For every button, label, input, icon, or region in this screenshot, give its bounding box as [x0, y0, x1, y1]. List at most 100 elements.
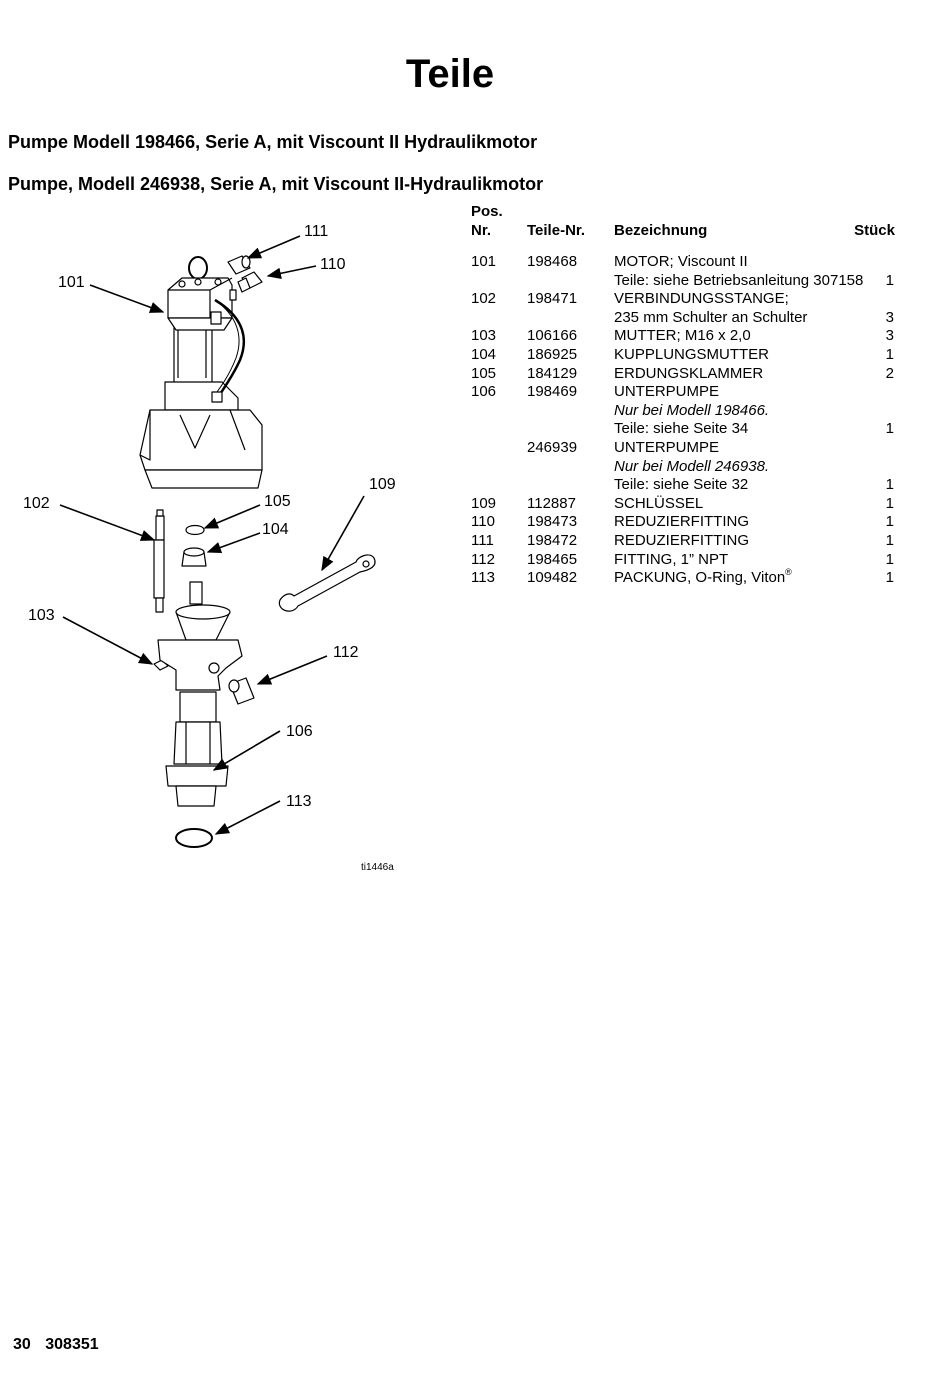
cell-part-no: 198472: [527, 531, 578, 549]
subtitle-model-246938: Pumpe, Modell 246938, Serie A, mit Visco…: [8, 174, 544, 194]
cell-description: REDUZIERFITTING: [614, 531, 749, 549]
page-title: Teile: [405, 52, 495, 96]
o-ring: [175, 828, 213, 848]
cell-ref: 109: [471, 494, 497, 512]
cell-qty: 1: [885, 550, 894, 568]
page-footer: 30 308351: [13, 1336, 99, 1354]
header-qty: Stück: [854, 222, 895, 239]
exploded-parts-drawing: 111 110 101 109 102 105 104 103 112 106 …: [23, 223, 396, 873]
cell-qty: 1: [885, 476, 894, 494]
cell-part-no: 198469: [527, 383, 578, 401]
callout-113: 113: [286, 793, 312, 810]
manual-number: 308351: [45, 1336, 99, 1353]
cell-part-no: 198465: [527, 550, 578, 568]
cell-description: Teile: siehe Betriebsanleitung 307158: [614, 271, 864, 289]
table-row: Teile: siehe Seite 34 1: [471, 420, 895, 439]
cell-description: ERDUNGSKLAMMER: [614, 364, 764, 382]
cell-description: Teile: siehe Seite 32: [614, 476, 749, 494]
cell-description: REDUZIERFITTING: [614, 513, 749, 531]
motor-part: [139, 256, 263, 489]
callout-111: 111: [304, 223, 328, 240]
header-part-no: Teile-Nr.: [527, 222, 586, 239]
header-pos-line2: Nr.: [471, 222, 492, 239]
cell-ref: 106: [471, 383, 497, 401]
cell-part-no: 246939: [527, 438, 578, 456]
cell-qty: 1: [885, 345, 894, 363]
coupling-nut: [181, 547, 207, 567]
cell-description: UNTERPUMPE: [614, 383, 720, 401]
cell-description: MOTOR; Viscount II: [614, 253, 748, 270]
header-pos-line1: Pos.: [471, 203, 503, 220]
lower-pump: [157, 581, 243, 807]
cell-description: UNTERPUMPE: [614, 438, 720, 456]
callout-103: 103: [28, 607, 55, 624]
subtitle-model-198466: Pumpe Modell 198466, Serie A, mit Viscou…: [8, 132, 538, 152]
table-row: 112 198465 FITTING, 1” NPT 1: [471, 551, 895, 570]
connecting-rod: [153, 509, 165, 613]
cell-qty: 1: [885, 513, 894, 531]
table-row: 101 198468 MOTOR; Viscount II: [471, 253, 895, 272]
grounding-clip: [185, 524, 205, 536]
cell-description: KUPPLUNGSMUTTER: [614, 345, 770, 363]
cell-description: FITTING, 1” NPT: [614, 550, 729, 568]
cell-ref: 113: [471, 569, 495, 587]
cell-part-no: 112887: [527, 494, 576, 512]
cell-description: PACKUNG, O-Ring, Viton®: [614, 567, 792, 588]
table-row: Teile: siehe Betriebsanleitung 307158 1: [471, 272, 895, 291]
callout-112: 112: [333, 644, 359, 661]
cell-part-no: 184129: [527, 364, 578, 382]
parts-table: Pos. Nr. Teile-Nr. Bezeichnung Stück 101…: [471, 203, 895, 588]
table-row: Nur bei Modell 198466.: [471, 402, 895, 421]
cell-qty: 3: [885, 308, 894, 326]
cell-qty: 1: [885, 531, 894, 549]
cell-qty: 2: [885, 364, 894, 382]
cell-qty: 1: [885, 494, 894, 512]
cell-part-no: 186925: [527, 345, 578, 363]
fitting-112: [228, 677, 255, 705]
table-row: 102 198471 VERBINDUNGSSTANGE;: [471, 290, 895, 309]
callout-102: 102: [23, 495, 50, 512]
callout-105: 105: [264, 493, 291, 510]
cell-part-no: 198471: [527, 290, 578, 308]
header-description: Bezeichnung: [614, 222, 708, 239]
table-row: Nur bei Modell 246938.: [471, 458, 895, 477]
cell-ref: 104: [471, 345, 497, 363]
leader-lines: [59, 235, 365, 835]
cell-ref: 103: [471, 327, 497, 345]
cell-ref: 112: [471, 550, 495, 568]
callout-109: 109: [369, 476, 396, 493]
table-header: Pos. Nr. Teile-Nr. Bezeichnung Stück: [471, 203, 895, 243]
figure-id: ti1446a: [361, 862, 394, 873]
table-row: 104 186925 KUPPLUNGSMUTTER 1: [471, 346, 895, 365]
registered-mark: ®: [785, 567, 792, 578]
cell-description: Teile: siehe Seite 34: [614, 420, 749, 438]
table-row: 106 198469 UNTERPUMPE: [471, 383, 895, 402]
description-text: PACKUNG, O-Ring, Viton: [614, 569, 786, 587]
table-row: Teile: siehe Seite 32 1: [471, 476, 895, 495]
cell-description: SCHLÜSSEL: [614, 494, 704, 512]
cell-description: MUTTER; M16 x 2,0: [614, 327, 751, 345]
cell-description: VERBINDUNGSSTANGE;: [614, 290, 789, 308]
cell-ref: 101: [471, 253, 497, 270]
cell-description: Nur bei Modell 198466.: [614, 401, 770, 419]
callout-106: 106: [286, 723, 313, 740]
table-row: 246939 UNTERPUMPE: [471, 439, 895, 458]
callout-104: 104: [262, 521, 289, 538]
cell-qty: 1: [885, 271, 894, 289]
cell-description: Nur bei Modell 246938.: [614, 457, 770, 475]
table-row: 109 112887 SCHLÜSSEL 1: [471, 495, 895, 514]
wrench: [278, 554, 376, 612]
cell-part-no: 198468: [527, 253, 578, 270]
cell-ref: 110: [471, 513, 495, 531]
fitting-110: [237, 271, 263, 293]
cell-qty: 1: [885, 420, 894, 438]
cell-part-no: 109482: [527, 569, 578, 587]
cell-ref: 102: [471, 290, 497, 308]
